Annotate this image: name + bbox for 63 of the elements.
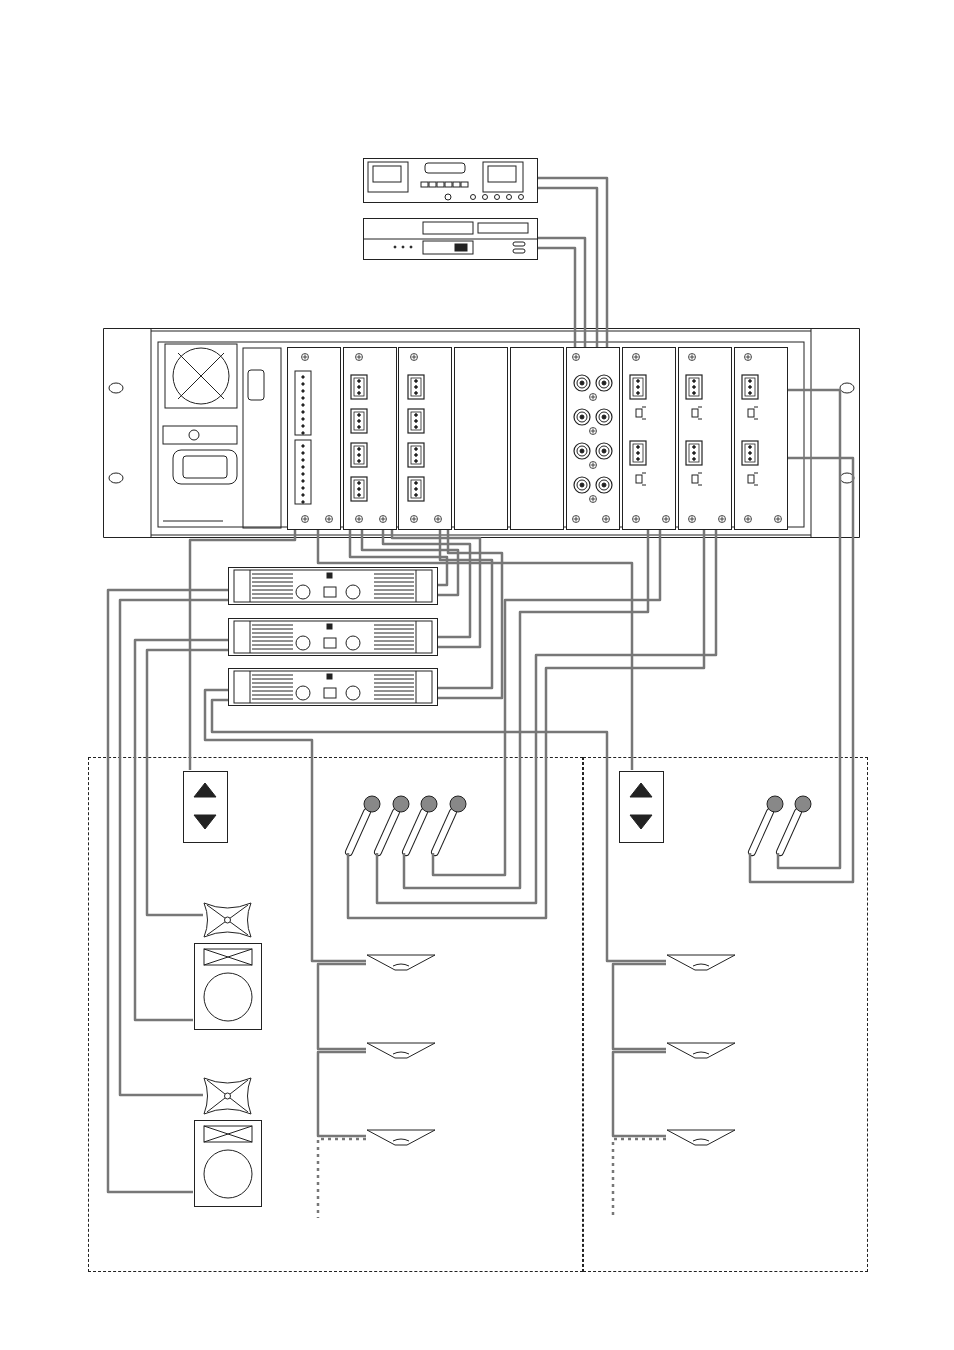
cable (538, 186, 599, 347)
cable (611, 1050, 666, 1138)
microphone-drawing (343, 794, 383, 854)
cable (145, 648, 228, 917)
control-module-drawing (287, 347, 341, 530)
cable (210, 698, 666, 963)
blank-panel (510, 347, 564, 530)
cable (431, 530, 662, 877)
cable (133, 638, 228, 1022)
cable (390, 530, 482, 649)
microphone-drawing (400, 794, 440, 854)
cable (776, 388, 842, 870)
cable (381, 530, 472, 639)
cable (348, 530, 449, 587)
power-amplifier-drawing (228, 567, 438, 605)
mic-input-module-drawing (678, 347, 732, 530)
speaker-cabinet-drawing (194, 1120, 262, 1207)
zone-boundary (583, 757, 868, 1272)
microphone-drawing (774, 794, 814, 854)
microphone-drawing (372, 794, 412, 854)
cable (538, 246, 577, 347)
horn-speaker-drawing (204, 1076, 251, 1116)
cable (538, 176, 609, 347)
ceiling-speaker-drawing (367, 1041, 435, 1059)
cable (611, 962, 666, 1051)
cable (360, 530, 460, 597)
microphone-drawing (746, 794, 786, 854)
cable (316, 1137, 366, 1218)
cable (203, 688, 366, 963)
ceiling-speaker-drawing (667, 953, 735, 971)
line-input-module-drawing (566, 347, 620, 530)
speaker-cabinet-drawing (194, 943, 262, 1030)
cable (106, 588, 228, 1194)
mic-input-module-drawing (622, 347, 676, 530)
cable (188, 530, 297, 770)
ceiling-speaker-drawing (667, 1128, 735, 1146)
ceiling-speaker-drawing (367, 953, 435, 971)
volume-control-drawing (619, 771, 664, 843)
cable (118, 598, 228, 1097)
cd-player-drawing (363, 218, 538, 260)
cable (748, 456, 855, 884)
cable (538, 236, 587, 347)
power-amplifier-drawing (228, 668, 438, 706)
volume-control-drawing (183, 771, 228, 843)
cassette-deck-drawing (363, 158, 538, 203)
cable (316, 1050, 366, 1138)
input-module-drawing (343, 347, 397, 530)
ceiling-speaker-drawing (367, 1128, 435, 1146)
cable (316, 962, 366, 1051)
cable (438, 530, 504, 700)
output-module-drawing (398, 347, 452, 530)
horn-speaker-drawing (204, 901, 251, 939)
zone-boundary (88, 757, 583, 1272)
cable (316, 530, 634, 770)
power-amplifier-drawing (228, 618, 438, 656)
blank-panel (454, 347, 508, 530)
cable (611, 1137, 666, 1218)
microphone-drawing (429, 794, 469, 854)
mic-input-module-drawing (734, 347, 788, 530)
ceiling-speaker-drawing (667, 1041, 735, 1059)
cable (438, 530, 494, 690)
cable (402, 530, 650, 890)
rack-mixer-drawing (103, 328, 860, 538)
